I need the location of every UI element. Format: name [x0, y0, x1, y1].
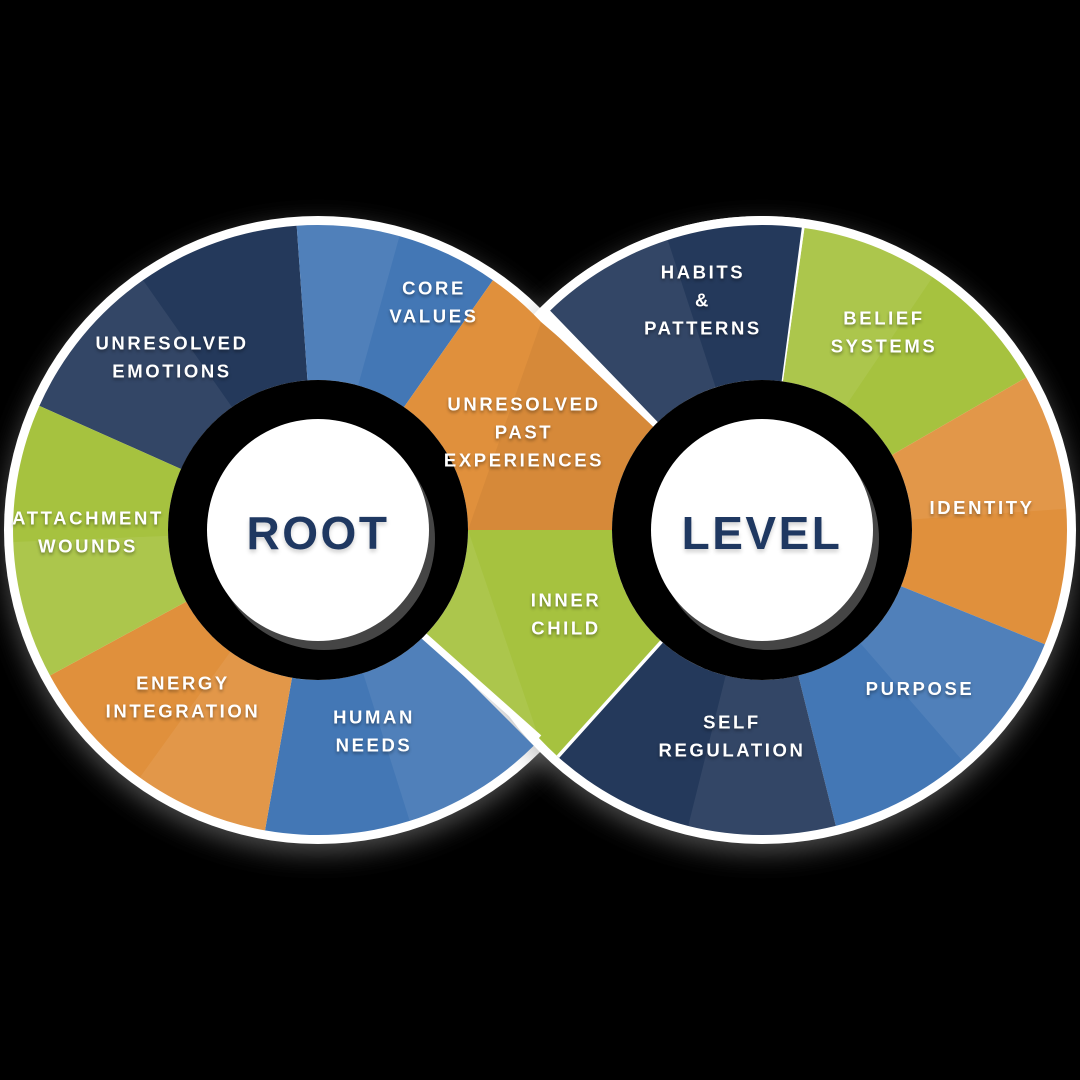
- segment-purpose: [798, 586, 1045, 826]
- segment-unresolved-past-experiences: [404, 280, 658, 530]
- wheel-segments-layer: [13, 224, 1068, 836]
- segment-facet: [550, 239, 716, 423]
- segment-facet: [296, 224, 400, 386]
- segment-self-regulation: [557, 641, 836, 835]
- hub-disc-level: [651, 419, 873, 641]
- segment-core-values: [296, 224, 493, 408]
- hub-disc-root: [207, 419, 429, 641]
- segment-unresolved-emotions: [39, 225, 308, 469]
- segment-inner-child: [424, 530, 662, 757]
- segment-facet: [688, 675, 836, 835]
- segment-facet: [13, 535, 187, 676]
- segment-belief-systems: [782, 228, 1027, 455]
- segment-habits-patterns: [550, 224, 802, 423]
- segment-human-needs: [265, 636, 534, 836]
- segment-facet: [782, 228, 933, 406]
- segment-attachment-wounds: [13, 405, 187, 676]
- segment-facet: [139, 651, 292, 831]
- center-hub-layer: [168, 380, 912, 680]
- segment-identity: [891, 377, 1068, 645]
- segment-facet: [891, 377, 1067, 520]
- segment-energy-integration: [50, 601, 292, 831]
- segment-facet: [363, 636, 534, 821]
- shared-lens-layer: [404, 280, 663, 758]
- weave-rim: [421, 633, 542, 741]
- segment-facet: [860, 586, 1045, 761]
- weave-rim: [556, 640, 663, 758]
- lens-facet: [468, 322, 658, 530]
- segment-facet: [39, 280, 233, 469]
- overlap-weave-layer: [534, 216, 806, 433]
